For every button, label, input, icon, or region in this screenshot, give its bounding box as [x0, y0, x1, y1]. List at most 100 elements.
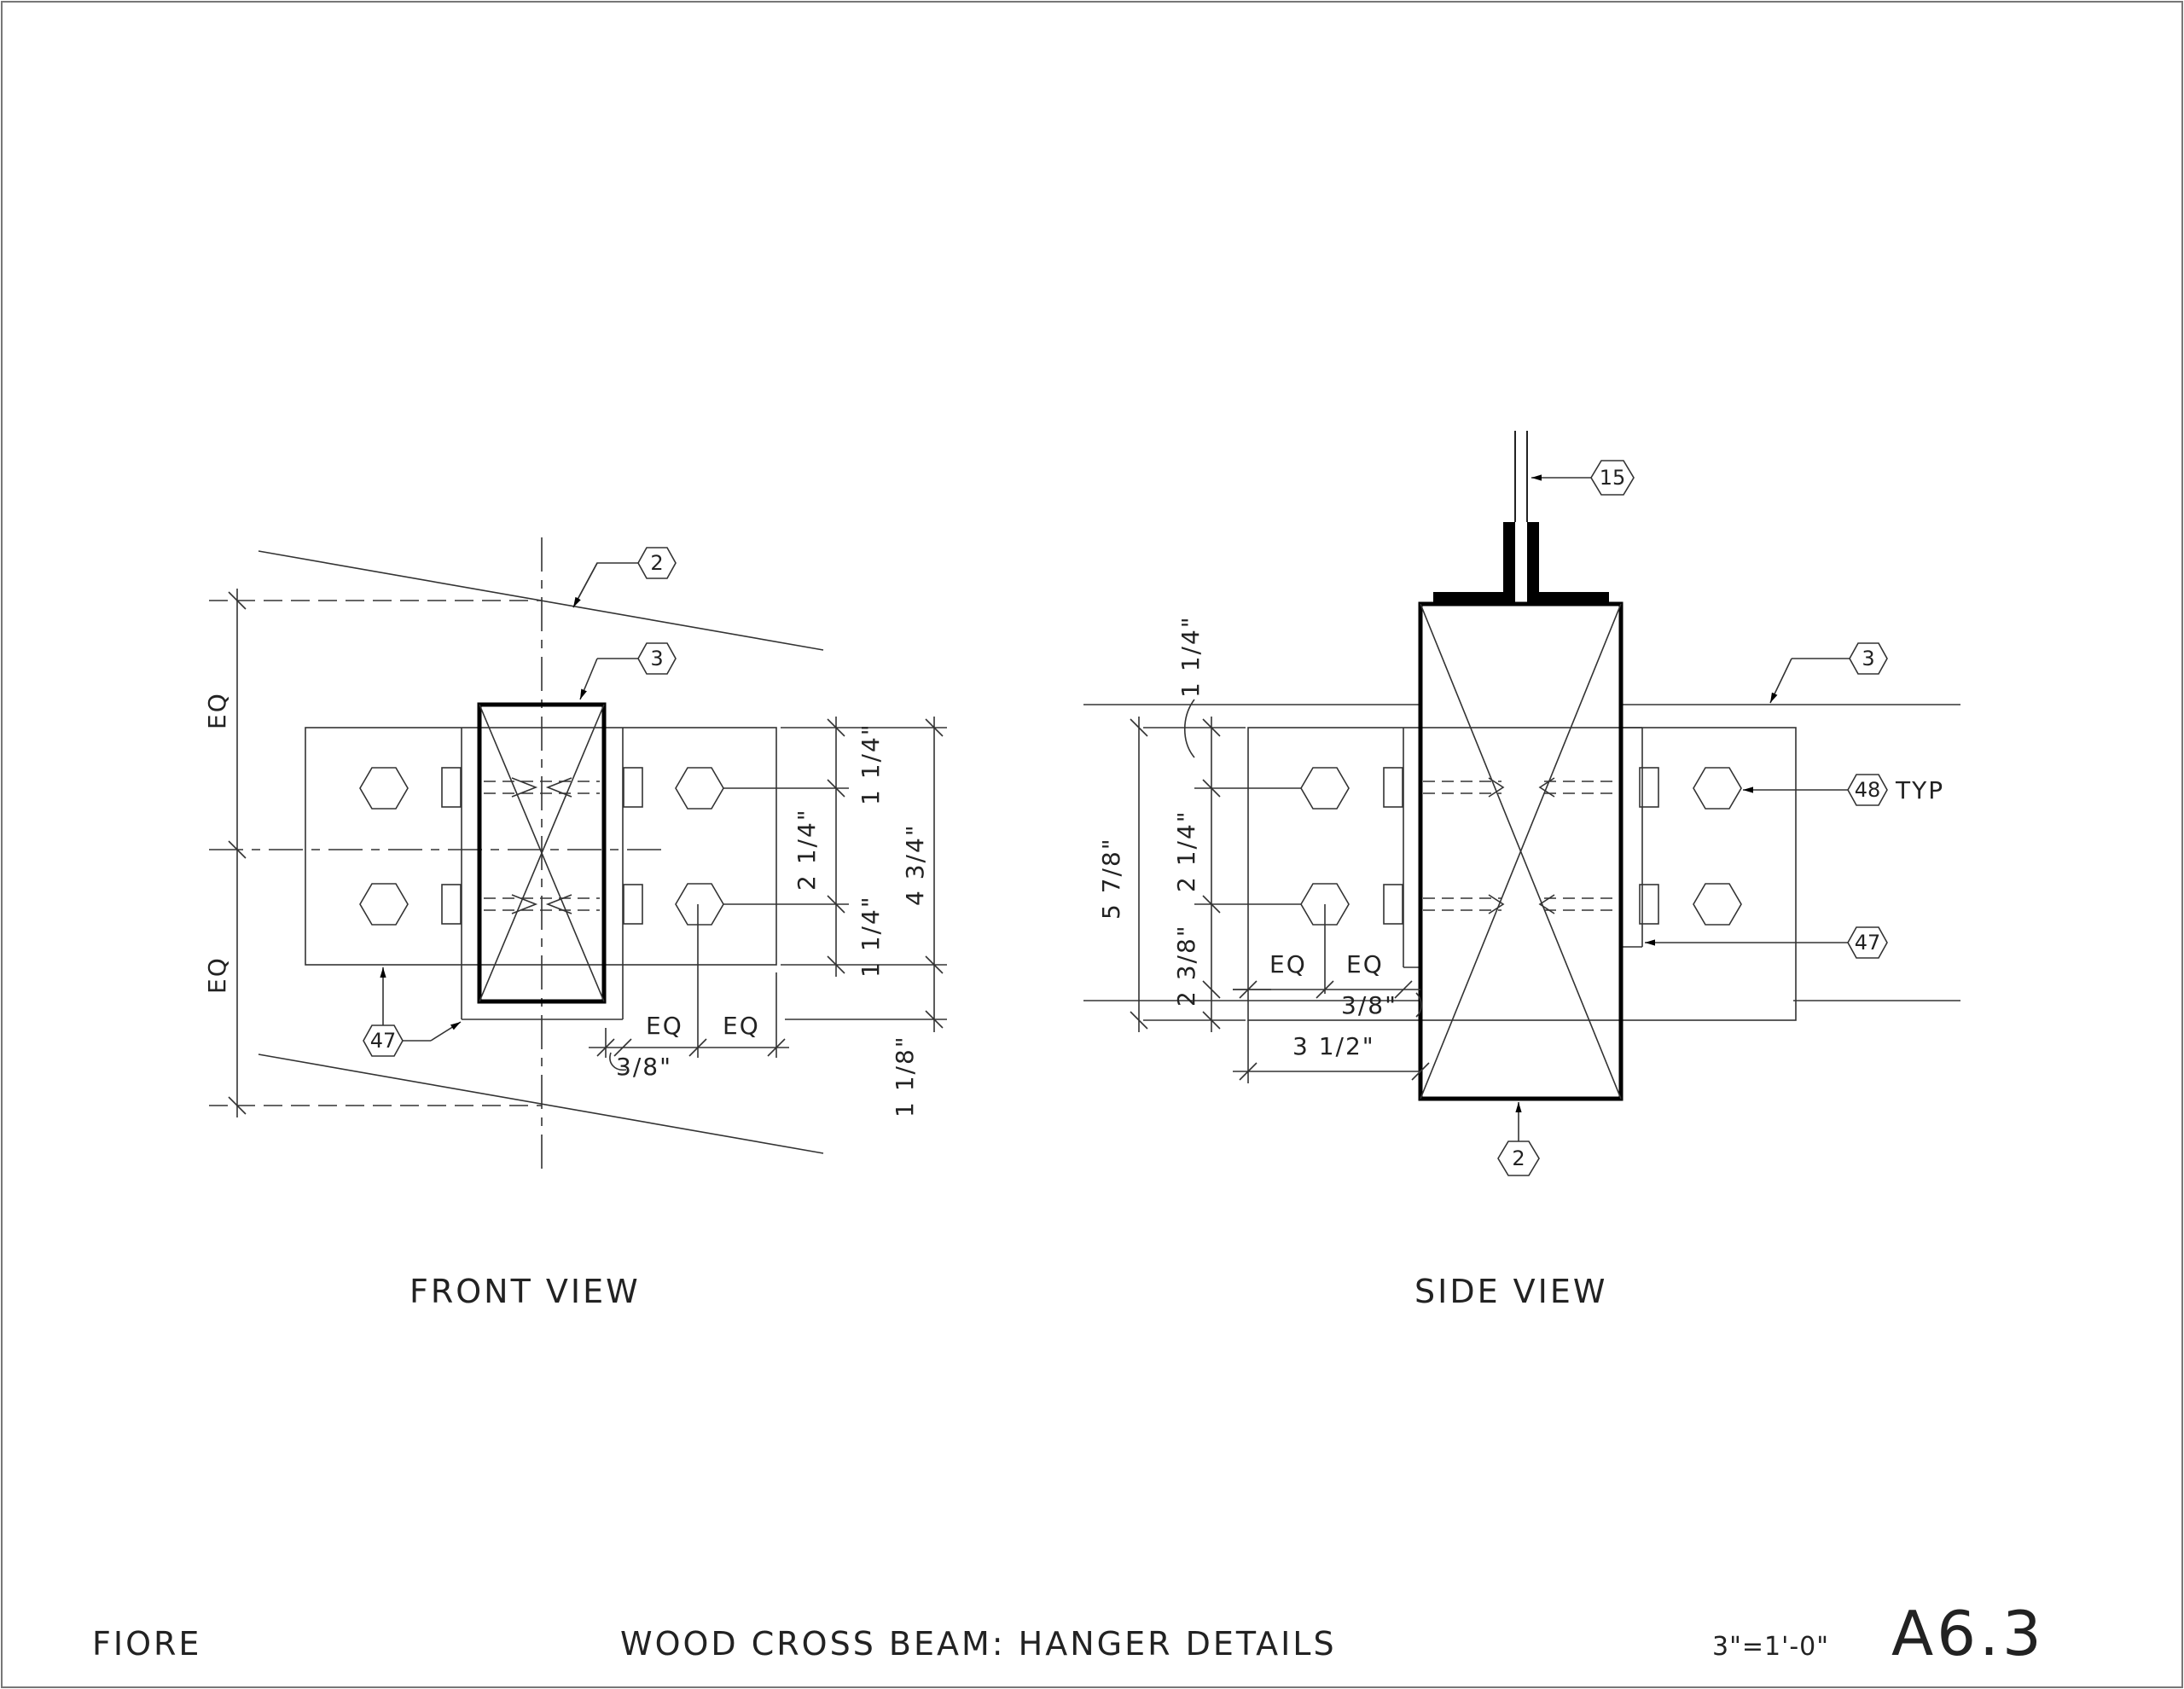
- bolt-tip: [511, 777, 572, 798]
- dim-2-3-8: 2 3/8": [1172, 924, 1200, 1007]
- beam-edge-bottom: [258, 1053, 824, 1154]
- tag-beam: 2: [1512, 1146, 1525, 1170]
- nut: [1639, 767, 1659, 808]
- dim-3-1-2: 3 1/2": [1292, 1032, 1375, 1060]
- dim-3-8: 3/8": [616, 1053, 672, 1081]
- tick: [228, 1096, 247, 1115]
- dim-2-1-4: 2 1/4": [793, 808, 821, 891]
- tag-plate: 47: [1855, 931, 1881, 955]
- leader: [1184, 699, 1195, 758]
- tick: [827, 718, 845, 737]
- tag-hanger: 3: [650, 647, 663, 670]
- tag-hex-15: [1590, 460, 1635, 496]
- sheet-number: A6.3: [1891, 1598, 2045, 1669]
- nut: [1383, 767, 1403, 808]
- tag-hex-47: [1847, 926, 1888, 959]
- dim-1-1-4: 1 1/4": [1176, 615, 1205, 698]
- scale-label: 3"=1'-0": [1712, 1632, 1829, 1662]
- dim-2-1-4: 2 1/4": [1172, 810, 1200, 892]
- tick: [1394, 980, 1413, 999]
- tag-hex-3: [1849, 642, 1888, 675]
- project-name: FIORE: [92, 1625, 201, 1663]
- tick: [925, 1010, 944, 1029]
- nut: [441, 767, 462, 808]
- tag-hex-2: [637, 547, 677, 579]
- tick: [1202, 895, 1221, 914]
- hanger-diagonal: [1420, 603, 1622, 1100]
- hanger-box: [477, 702, 607, 1004]
- tick: [1202, 779, 1221, 798]
- hex-bolt-icon: [359, 767, 409, 810]
- nut: [1639, 884, 1659, 925]
- tick: [688, 1038, 707, 1057]
- nut: [623, 884, 643, 925]
- side-plate-outline: [1247, 727, 1797, 1021]
- nut: [623, 767, 643, 808]
- nut: [441, 884, 462, 925]
- tag-rod: 15: [1600, 466, 1626, 490]
- tick: [228, 591, 247, 610]
- tick: [1202, 1011, 1221, 1030]
- leader-arrow: [1769, 658, 1792, 704]
- title-block: FIORE WOOD CROSS BEAM: HANGER DETAILS 3"…: [92, 1598, 2045, 1669]
- side-view-label: SIDE VIEW: [1414, 1273, 1607, 1310]
- dim-eq-bottom: EQ: [203, 956, 231, 994]
- hex-bolt-icon: [359, 883, 409, 926]
- tick: [1202, 980, 1221, 999]
- dim-eq-top: EQ: [203, 692, 231, 729]
- hex-bolt-icon: [675, 767, 724, 810]
- tag-hex-2: [1497, 1141, 1540, 1176]
- hanger-box: [1418, 601, 1623, 1101]
- leader: [572, 562, 638, 608]
- hanger-diagonal: [479, 704, 605, 1002]
- leader-arrow: [579, 658, 598, 700]
- leader-arrow: [430, 1021, 462, 1042]
- tick: [1130, 718, 1148, 737]
- tag-hanger: 3: [1862, 647, 1874, 670]
- bolt-tip: [1488, 894, 1555, 914]
- tick: [1411, 1062, 1430, 1081]
- tick: [827, 779, 845, 798]
- leader: [1415, 992, 1422, 1018]
- tick: [596, 1038, 615, 1057]
- dim-eq1: EQ: [1269, 950, 1307, 978]
- cap-plate-left: [1433, 592, 1503, 604]
- tick: [1239, 1062, 1258, 1081]
- side-view: 1 1/4" 2 1/4" 5 7/8" 2 3/8" EQ EQ 3/8" 3…: [1083, 431, 1960, 1310]
- tick: [228, 840, 247, 859]
- bolt-tip: [1488, 777, 1555, 798]
- tag-hex-3: [637, 642, 677, 675]
- bolt-tip: [511, 894, 572, 914]
- tag-hex-48: [1847, 774, 1888, 806]
- side-plate-outline: [305, 727, 777, 966]
- tick: [827, 955, 845, 974]
- tick: [1202, 718, 1221, 737]
- dim-5-7-8: 5 7/8": [1097, 837, 1125, 920]
- hex-bolt-icon: [1693, 767, 1742, 810]
- tick: [613, 1038, 632, 1057]
- dim-eq2: EQ: [1346, 950, 1384, 978]
- tag-bolt: 48: [1855, 778, 1881, 802]
- leader: [609, 1052, 627, 1071]
- leader-arrow: [572, 562, 598, 608]
- sheet-title: WOOD CROSS BEAM: HANGER DETAILS: [620, 1625, 1337, 1663]
- hex-bolt-icon: [1300, 767, 1350, 810]
- nut: [1383, 884, 1403, 925]
- tick: [1130, 1011, 1148, 1030]
- tick: [925, 955, 944, 974]
- tick: [925, 718, 944, 737]
- tick: [1316, 980, 1334, 999]
- dim-1-1-4-bottom: 1 1/4": [857, 895, 885, 978]
- hex-bolt-icon: [675, 883, 724, 926]
- hex-bolt-icon: [1693, 883, 1742, 926]
- tick: [1239, 980, 1258, 999]
- tick: [767, 1038, 786, 1057]
- dim-1-1-8: 1 1/8": [891, 1035, 919, 1117]
- tag-plate: 47: [370, 1029, 397, 1053]
- hex-bolt-icon: [1300, 883, 1350, 926]
- dim-1-1-4-top: 1 1/4": [857, 723, 885, 805]
- rod-nut-right: [1527, 522, 1539, 604]
